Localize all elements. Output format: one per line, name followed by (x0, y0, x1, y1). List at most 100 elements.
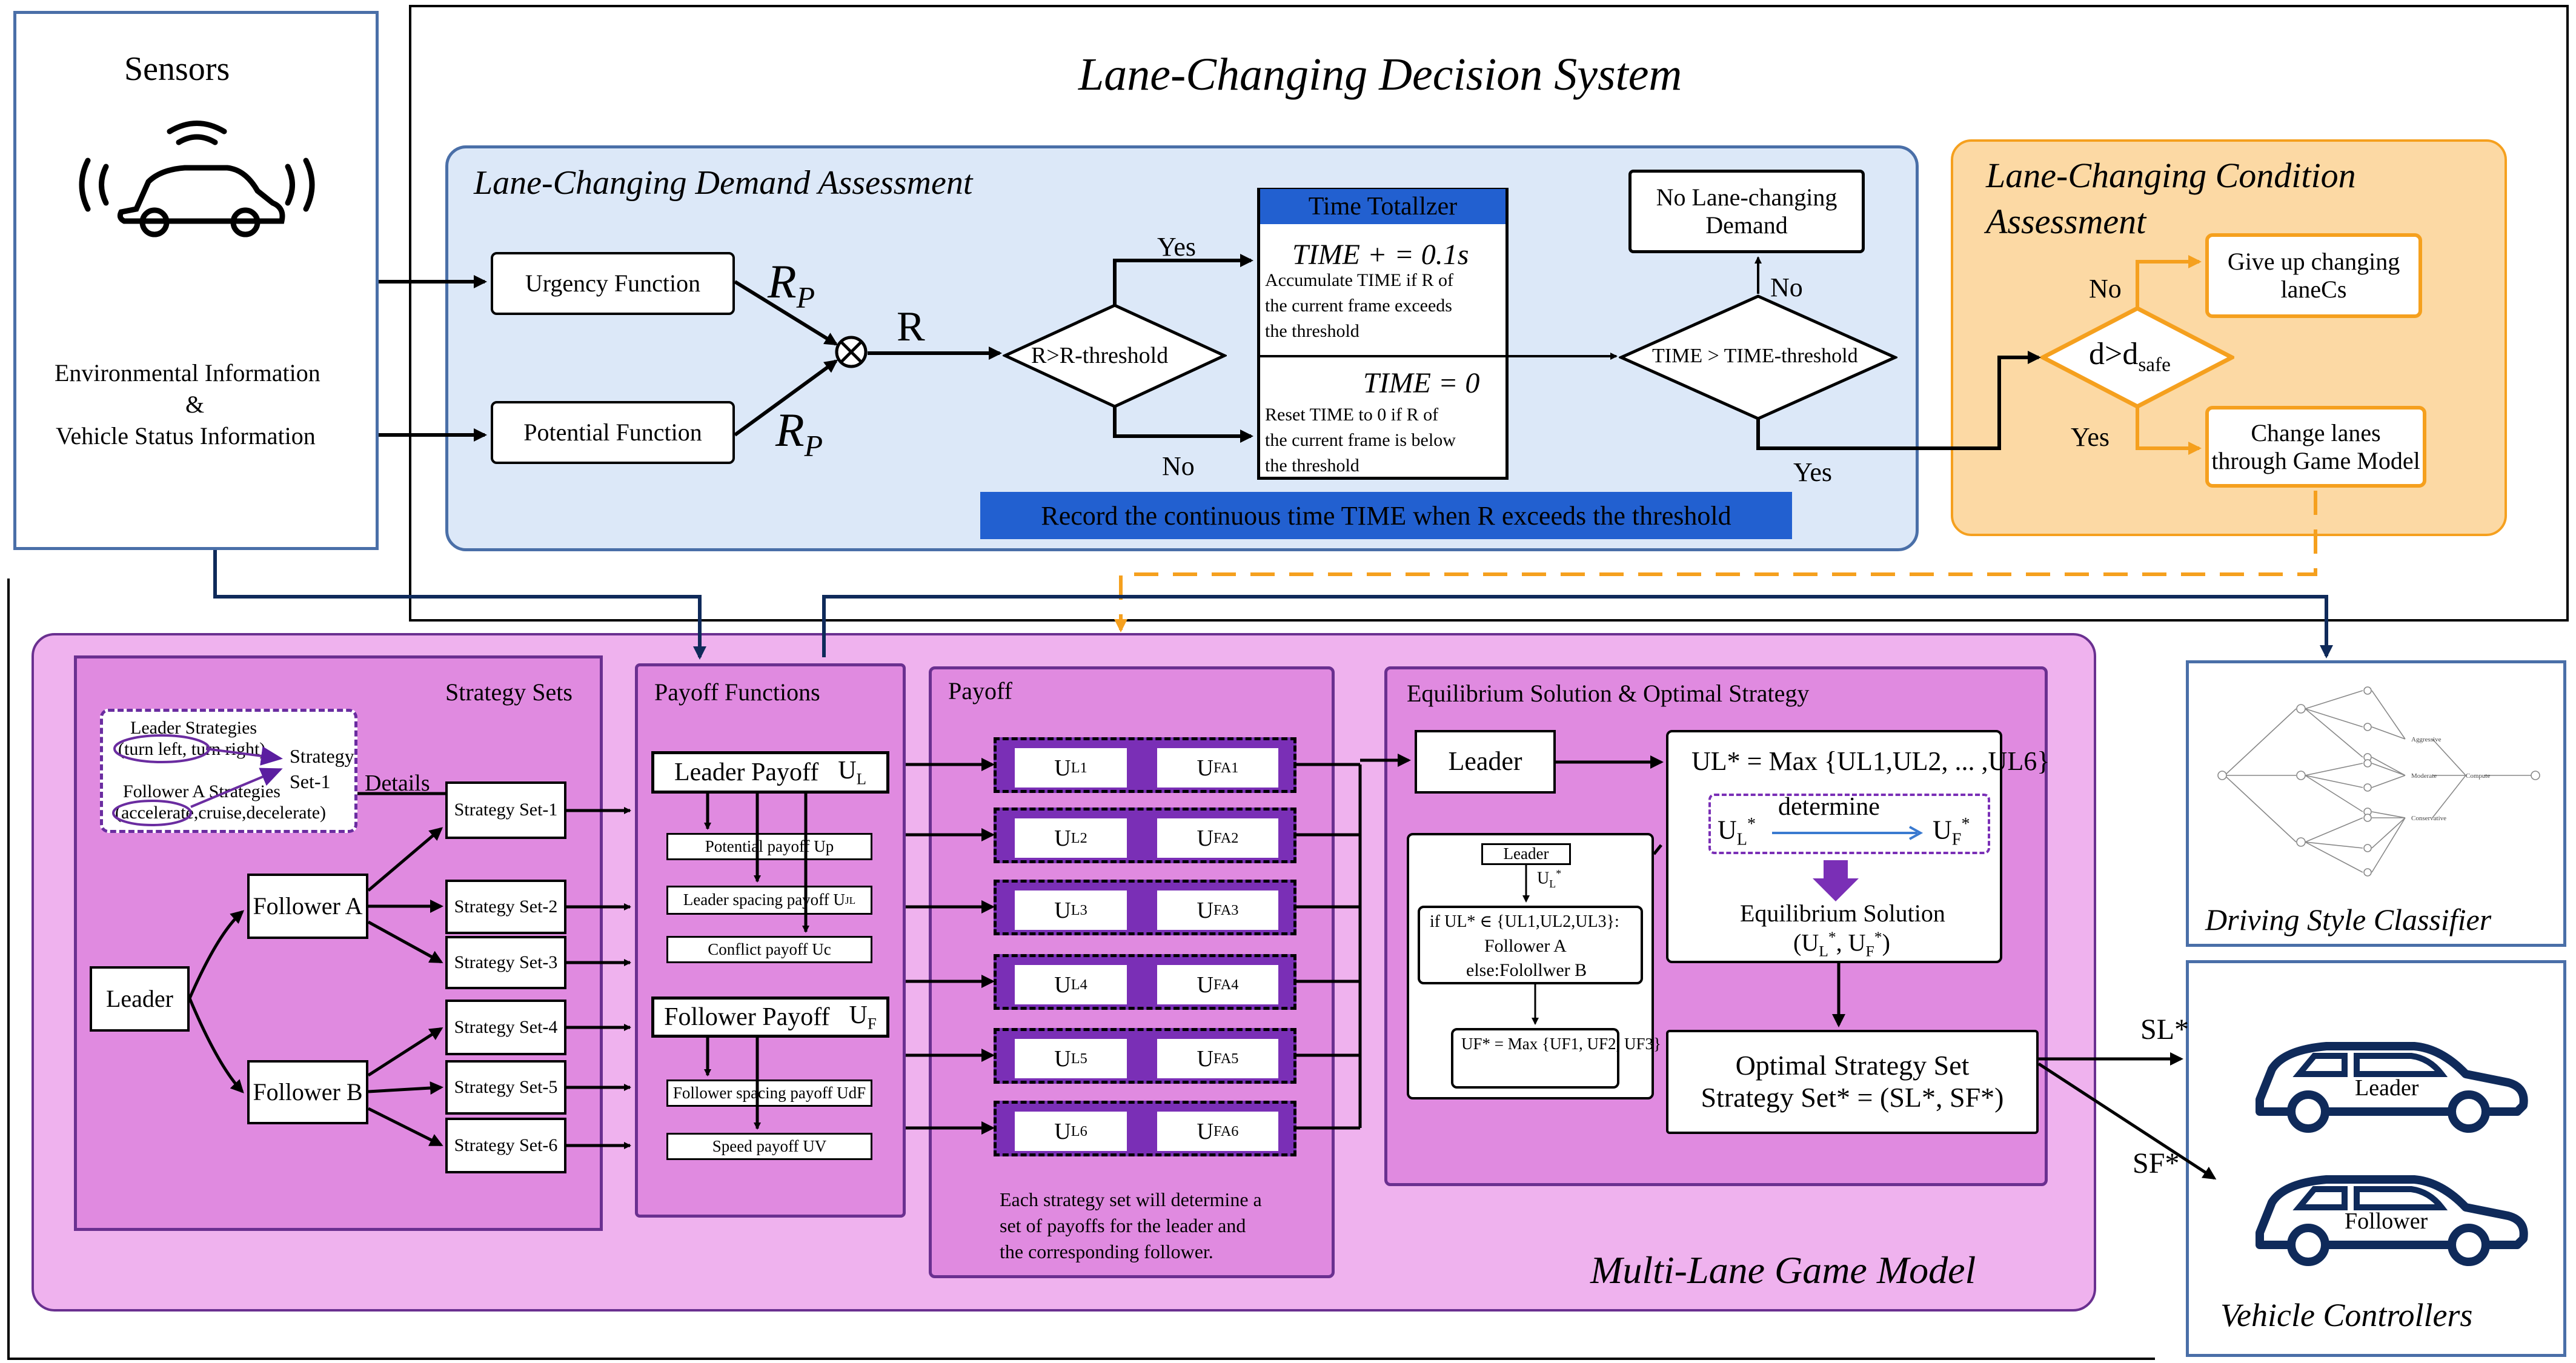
legend-ellipses (112, 734, 283, 826)
inner-if: if UL* ∈ {UL1,UL2,UL3}: (1430, 912, 1619, 931)
svg-text:Aggressive: Aggressive (2411, 736, 2442, 743)
legend-box (100, 709, 357, 833)
strategy-set-6: Strategy Set-6 (445, 1118, 566, 1173)
sensors-line1: Environmental Information (55, 359, 320, 386)
details-label: Details (365, 771, 430, 796)
condition-yes-label: Yes (2071, 422, 2110, 452)
payoff-note-2: set of payoffs for the leader and (1000, 1215, 1246, 1236)
potential-payoff-box: Potential payoff Up (666, 833, 872, 860)
determine-ul: UL* (1718, 815, 1756, 849)
strategy-set-5: Strategy Set-5 (445, 1060, 566, 1115)
rp-label-lower: RP (775, 403, 823, 463)
legend-follower-opts: (accelerate,cruise,decelerate) (115, 803, 327, 823)
follower-payoff-symbol: UF (849, 1001, 877, 1033)
eq-leader-box: Leader (1415, 730, 1556, 794)
condition-no-label: No (2089, 274, 2122, 303)
strategy-sets-title: Strategy Sets (445, 678, 573, 706)
svg-text:Moderate: Moderate (2411, 772, 2437, 780)
sl-label: SL* (2140, 1013, 2189, 1046)
driving-style-panel (2186, 660, 2566, 947)
strategy-set-2: Strategy Set-2 (445, 880, 566, 934)
payoff-note-1: Each strategy set will determine a (1000, 1189, 1262, 1210)
no-label-2: No (1770, 273, 1803, 302)
driving-style-title: Driving Style Classifier (2205, 903, 2492, 937)
threshold-diamond (1003, 303, 1227, 408)
safe-distance-diamond (2040, 306, 2234, 409)
legend-set-1: Strategy (290, 745, 354, 767)
car-sensor-icon (79, 121, 315, 237)
determine-label: determine (1778, 793, 1880, 821)
timer-text-2a: Reset TIME to 0 if R of (1265, 405, 1439, 425)
sensors-title: Sensors (124, 50, 230, 88)
potential-function-box: Potential Function (491, 401, 735, 464)
rp-label-upper: RP (768, 255, 815, 314)
determine-arrow (1772, 826, 1924, 840)
timer-text-2b: the current frame is below (1265, 430, 1456, 450)
sensors-line3: Vehicle Status Information (56, 422, 316, 449)
threshold-diamond-label: R>R-threshold (1031, 343, 1169, 368)
inner-uf-box (1451, 1028, 1619, 1089)
equilibrium-title: Equilibrium Solution & Optimal Strategy (1407, 680, 1810, 707)
condition-title-2: Assessment (1986, 202, 2146, 241)
svg-text:Conservative: Conservative (2411, 815, 2446, 822)
legend-follower: Follower A Strategies (123, 781, 281, 801)
potential-label: Potential Function (523, 419, 702, 446)
r-label: R (897, 303, 925, 350)
controller-leader-label: Leader (2355, 1075, 2419, 1101)
follower-car-icon (2256, 1175, 2528, 1266)
determine-box (1708, 794, 1990, 854)
urgency-function-box: Urgency Function (491, 252, 735, 315)
payoff-functions-title: Payoff Functions (654, 678, 820, 706)
timer-text-1c: the threshold (1265, 321, 1359, 341)
sensors-line2: & (185, 391, 205, 418)
system-title: Lane-Changing Decision System (1078, 49, 1682, 100)
safe-distance-label: d>dsafe (2089, 337, 2171, 376)
conflict-payoff-box: Conflict payoff Uc (666, 936, 872, 963)
speed-payoff-box: Speed payoff UV (666, 1133, 872, 1160)
inner-condition-box (1418, 906, 1643, 984)
controllers-title: Vehicle Controllers (2220, 1297, 2473, 1333)
eq-solution-label: Equilibrium Solution (1740, 900, 1945, 927)
timer-text-1b: the current frame exceeds (1265, 296, 1452, 316)
yes-label-1: Yes (1157, 232, 1197, 262)
inner-leader-box: Leader (1481, 843, 1571, 865)
strategy-set-1: Strategy Set-1 (445, 781, 566, 839)
max-leader-formula: UL* = Max {UL1,UL2, ... ,UL6} (1691, 746, 2050, 776)
timer-text-1a: Accumulate TIME if R of (1265, 270, 1454, 290)
eq-solution-pair: (UL*, UF*) (1793, 928, 1890, 960)
timer-formula-2: TIME = 0 (1363, 367, 1480, 399)
timer-text-2c: the threshold (1265, 456, 1359, 476)
sf-label: SF* (2133, 1147, 2180, 1179)
payoff-note-3: the corresponding follower. (1000, 1241, 1213, 1262)
inner-follower-a: Follower A (1484, 936, 1567, 956)
demand-title: Lane-Changing Demand Assessment (474, 164, 973, 202)
yes-label-2: Yes (1793, 457, 1833, 487)
leader-payoff-symbol: UL (838, 757, 867, 788)
game-title: Multi-Lane Game Model (1590, 1249, 1976, 1292)
payoff-title: Payoff (948, 677, 1012, 705)
time-totalizer-header: Time Totallzer (1260, 189, 1505, 224)
timer-formula-1: TIME + = 0.1s (1292, 239, 1469, 271)
time-totalizer-divider (1260, 355, 1505, 357)
game-outer-frame (7, 579, 2155, 1360)
leader-car-icon (2256, 1042, 2528, 1133)
sensors-panel (13, 11, 379, 550)
legend-set-2: Set-1 (290, 771, 331, 792)
